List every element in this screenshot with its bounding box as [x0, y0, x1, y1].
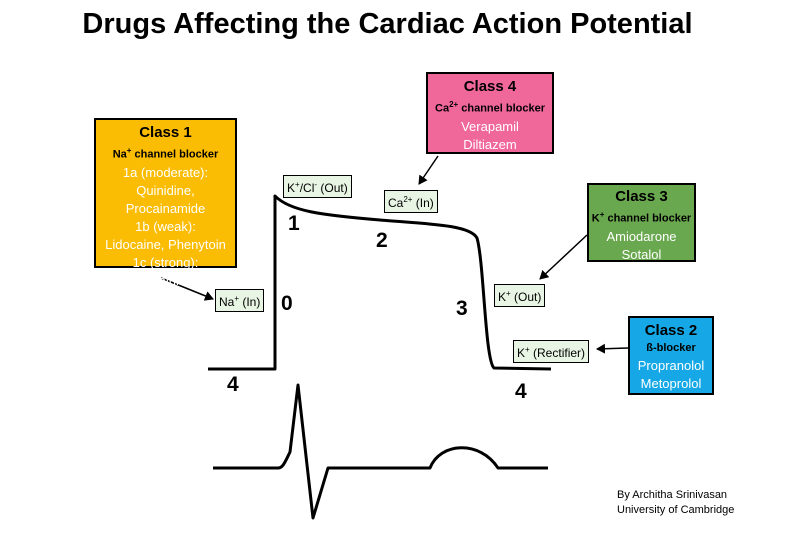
ion-label-k-out: K+ (Out) — [494, 284, 546, 307]
phase-4-left-label: 4 — [227, 373, 239, 396]
diagram-title: Drugs Affecting the Cardiac Action Poten… — [82, 8, 693, 40]
author-credit: By Architha Srinivasan University of Cam… — [617, 488, 734, 518]
arrow-class1-to-na — [160, 277, 214, 301]
class1-subtitle: Na+ channel blocker — [112, 146, 219, 161]
arrow-class4-to-ca — [418, 155, 439, 185]
class4-heading: Class 4 — [463, 78, 517, 95]
arrow-class2-to-k-rectifier — [596, 343, 629, 354]
author-affiliation: University of Cambridge — [617, 504, 735, 516]
class3-drug: Sotalol — [621, 246, 662, 262]
ion-label-ca-in: Ca2+ (In) — [384, 190, 438, 213]
phase-1-label: 1 — [288, 212, 300, 235]
class1-heading: Class 1 — [139, 124, 192, 141]
class2-drug: Propranolol — [637, 358, 705, 373]
ecg-trace — [213, 383, 548, 520]
class1-line: Quinidine, Procainamide — [125, 182, 206, 216]
class2-heading: Class 2 — [644, 322, 698, 339]
class4-subtitle: Ca2+ channel blocker — [435, 100, 545, 115]
class3-box: Class 3 K+ channel blocker Amiodarone So… — [587, 183, 696, 262]
class2-box: Class 2 ß-blocker Propranolol Metoprolol — [628, 316, 714, 395]
class3-heading: Class 3 — [615, 188, 668, 205]
class4-drug: Diltiazem — [463, 136, 517, 152]
class4-drug: Verapamil — [461, 118, 519, 134]
phase-4-right-label: 4 — [515, 380, 527, 403]
class3-drug: Amiodarone — [606, 228, 677, 244]
ion-label-k-rectifier: K+ (Rectifier) — [513, 340, 590, 363]
class2-subtitle: ß-blocker — [646, 342, 696, 354]
phase-3-label: 3 — [456, 297, 468, 320]
class1-line: 1a (moderate): — [122, 164, 209, 180]
class4-box: Class 4 Ca2+ channel blocker Verapamil D… — [426, 72, 554, 154]
arrow-class3-to-k-out — [539, 234, 588, 280]
class3-subtitle: K+ channel blocker — [591, 210, 692, 225]
class1-line: 1c (strong): — [132, 254, 199, 270]
class1-line: Flecainide, Propafenone — [128, 272, 203, 306]
class2-drug: Metoprolol — [640, 376, 702, 391]
ion-label-k-cl-out: K+/Cl- (Out) — [283, 175, 352, 198]
class1-box: Class 1 Na+ channel blocker 1a (moderate… — [94, 118, 237, 306]
class1-line: 1b (weak): — [135, 218, 196, 234]
class1-line: Lidocaine, Phenytoin — [105, 236, 226, 252]
author-name: By Architha Srinivasan — [617, 489, 728, 501]
phase-2-label: 2 — [376, 229, 388, 252]
action-potential-curve — [208, 194, 552, 371]
ion-label-na-in: Na+ (In) — [215, 289, 265, 312]
phase-0-label: 0 — [281, 292, 293, 315]
